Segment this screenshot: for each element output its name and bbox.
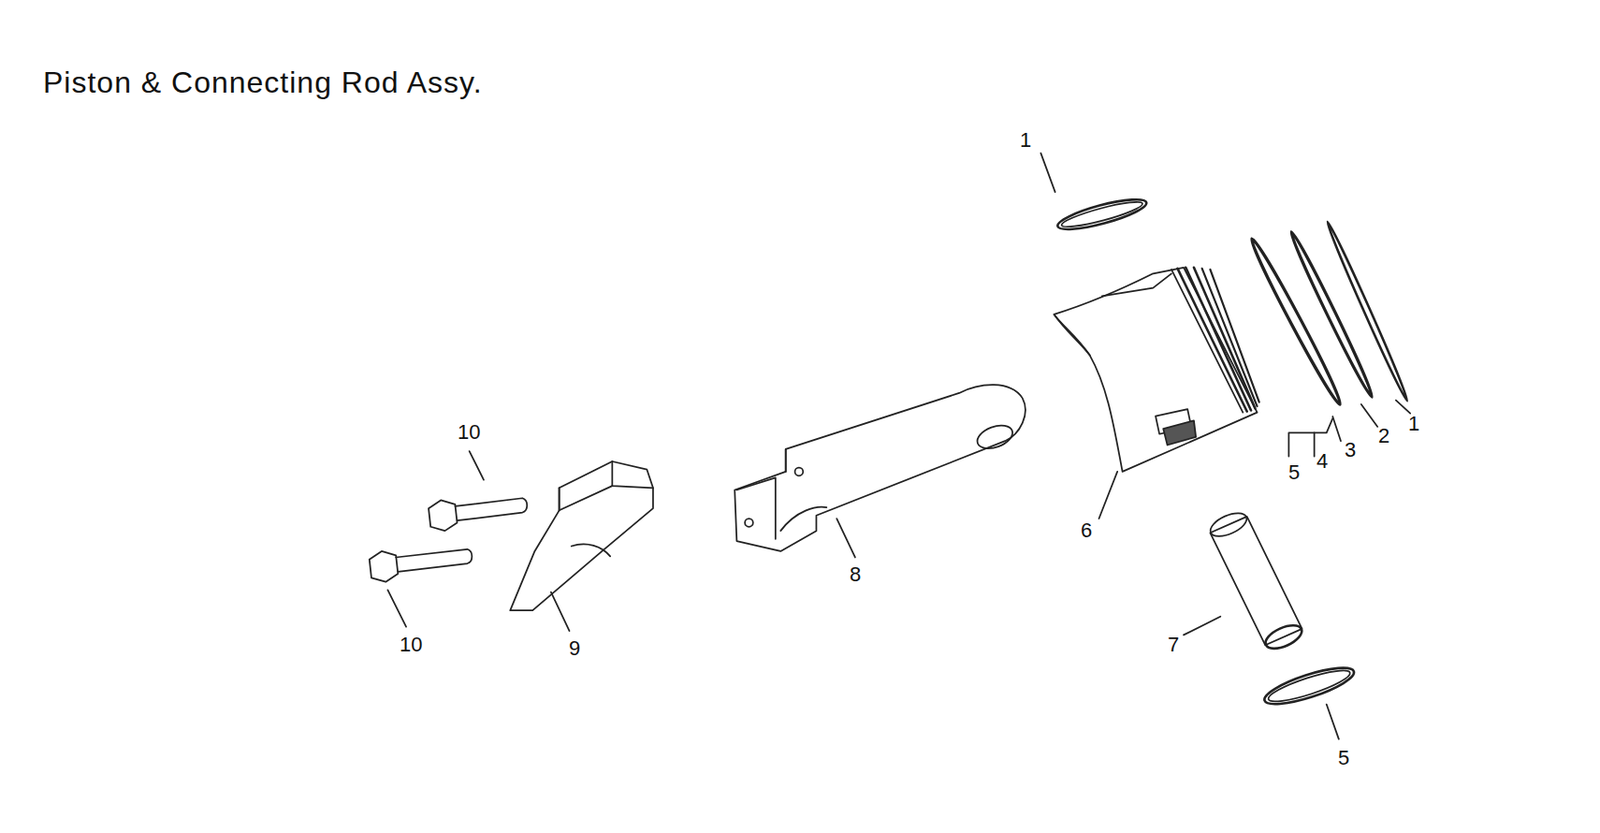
bolt (369, 549, 473, 582)
diagram-title: Piston & Connecting Rod Assy. (43, 67, 483, 98)
callout-number: 8 (849, 564, 861, 585)
callout-number: 9 (568, 638, 581, 659)
callout-number: 5 (1338, 747, 1350, 769)
leader-line (387, 589, 407, 626)
callout-number: 6 (1080, 520, 1092, 541)
circlip (1261, 660, 1358, 712)
rod-cap (509, 461, 654, 611)
bolt (428, 497, 527, 531)
leader-line (469, 450, 484, 480)
callout-number: 10 (457, 421, 480, 443)
leader-line (1326, 704, 1339, 740)
leader-line (551, 592, 570, 631)
leader-line (1183, 616, 1221, 636)
callout-number: 7 (1167, 634, 1179, 655)
leader-line (1099, 471, 1119, 519)
callout-number: 5 (1288, 462, 1300, 483)
connecting-rod (734, 384, 1026, 552)
callout-number: 1 (1019, 130, 1032, 151)
piston-rings (1247, 220, 1411, 408)
circlip (1055, 193, 1150, 235)
piston (1054, 267, 1260, 472)
callout-number: 10 (399, 634, 422, 655)
callout-number: 3 (1344, 439, 1356, 461)
leader-line (1040, 153, 1055, 192)
callout-number: 2 (1378, 425, 1390, 447)
callout-number: 4 (1316, 450, 1328, 472)
callout-number: 1 (1408, 413, 1420, 435)
piston-pin (1207, 508, 1306, 654)
leader-line (836, 518, 856, 557)
